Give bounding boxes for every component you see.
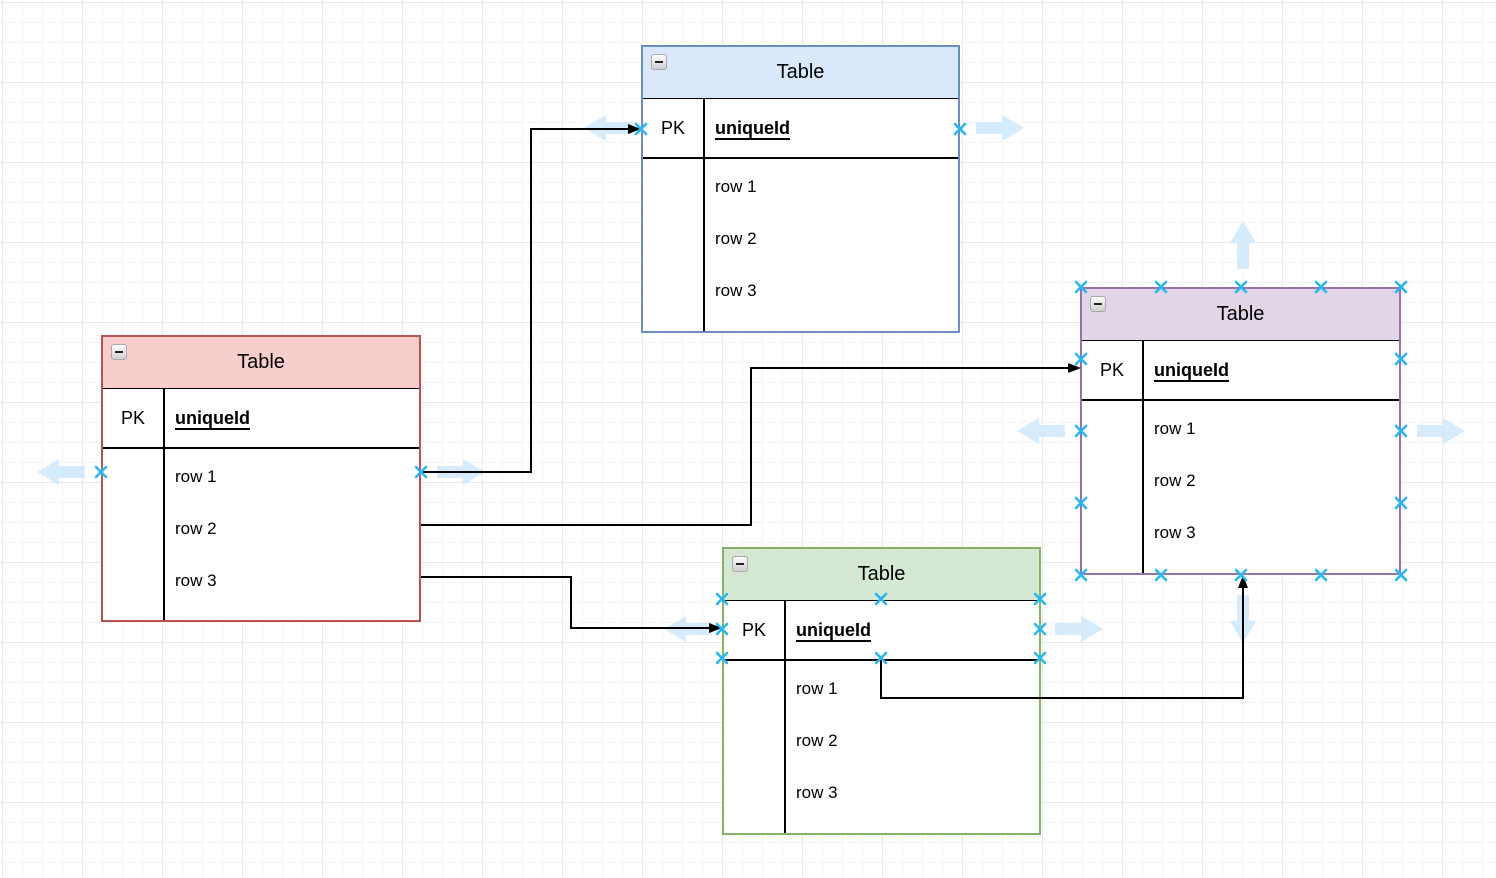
table-title[interactable]: Table [1216, 303, 1265, 325]
table-pk-row[interactable]: PK uniqueId [103, 389, 419, 449]
connection-point-icon[interactable] [1074, 352, 1088, 366]
column-divider [1142, 341, 1144, 573]
er-table-red[interactable]: Table PK uniqueId row 1 row 2 row 3 [101, 335, 421, 622]
connection-point-icon[interactable] [1394, 352, 1408, 366]
connection-point-icon[interactable] [1394, 568, 1408, 582]
collapse-minus-icon[interactable] [651, 54, 667, 70]
direction-arrow-icon[interactable] [1017, 418, 1065, 444]
connection-point-icon[interactable] [1234, 568, 1248, 582]
table-title[interactable]: Table [776, 61, 825, 83]
connector-arrowhead-icon [1238, 575, 1248, 588]
connection-point-icon[interactable] [1033, 592, 1047, 606]
pk-label: PK [741, 619, 766, 640]
pk-field[interactable]: uniqueId [715, 117, 790, 138]
connection-point-icon[interactable] [1394, 424, 1408, 438]
table-row[interactable]: row 1 [175, 467, 217, 486]
table-row[interactable]: row 3 [1154, 523, 1196, 542]
connection-point-icon[interactable] [1074, 496, 1088, 510]
table-row[interactable]: row 2 [715, 229, 757, 248]
connection-point-icon[interactable] [1154, 568, 1168, 582]
connector-arrowhead-icon [628, 124, 641, 134]
pk-field[interactable]: uniqueId [175, 407, 250, 428]
direction-arrow-icon[interactable] [1417, 418, 1465, 444]
table-title[interactable]: Table [237, 351, 285, 373]
connection-point-icon[interactable] [1033, 651, 1047, 665]
connection-point-icon[interactable] [1314, 280, 1328, 294]
table-row[interactable]: row 1 [1154, 419, 1196, 438]
connector-edge[interactable] [421, 128, 628, 473]
direction-arrow-icon[interactable] [37, 459, 85, 485]
table-pk-row[interactable]: PK uniqueId [1082, 341, 1399, 401]
table-header[interactable]: Table [1082, 289, 1399, 341]
connection-point-icon[interactable] [634, 122, 648, 136]
pk-label: PK [120, 407, 145, 428]
table-row[interactable]: row 2 [796, 731, 838, 750]
connector-edge[interactable] [421, 576, 709, 629]
table-pk-row[interactable]: PK uniqueId [643, 99, 958, 159]
pk-field[interactable]: uniqueId [796, 619, 871, 640]
connection-point-icon[interactable] [715, 651, 729, 665]
connection-point-icon[interactable] [94, 465, 108, 479]
connection-point-icon[interactable] [1074, 280, 1088, 294]
connection-point-icon[interactable] [1154, 280, 1168, 294]
connector-edge[interactable] [880, 588, 1244, 699]
table-body: row 1 row 2 row 3 [643, 159, 958, 317]
pk-label: PK [660, 117, 685, 138]
table-row[interactable]: row 3 [715, 281, 757, 300]
table-row[interactable]: row 1 [715, 177, 757, 196]
connection-point-icon[interactable] [1394, 280, 1408, 294]
table-header[interactable]: Table [724, 549, 1039, 601]
column-divider [703, 99, 705, 331]
collapse-minus-icon[interactable] [111, 344, 127, 360]
connection-point-icon[interactable] [1314, 568, 1328, 582]
connection-point-icon[interactable] [1394, 496, 1408, 510]
direction-arrow-icon[interactable] [976, 115, 1024, 141]
connection-point-icon[interactable] [1074, 424, 1088, 438]
table-header[interactable]: Table [643, 47, 958, 99]
connector-edge[interactable] [421, 367, 1068, 526]
connection-point-icon[interactable] [414, 465, 428, 479]
connection-point-icon[interactable] [1074, 568, 1088, 582]
table-body: row 1 row 2 row 3 [1082, 401, 1399, 559]
table-body: row 1 row 2 row 3 [724, 661, 1039, 819]
table-header[interactable]: Table [103, 337, 419, 389]
er-table-blue[interactable]: Table PK uniqueId row 1 row 2 row 3 [641, 45, 960, 333]
connector-arrowhead-icon [1068, 363, 1081, 373]
collapse-minus-icon[interactable] [1090, 296, 1106, 312]
connection-point-icon[interactable] [715, 592, 729, 606]
direction-arrow-icon[interactable] [1230, 221, 1256, 269]
direction-arrow-icon[interactable] [1055, 616, 1103, 642]
connector-arrowhead-icon [709, 623, 722, 633]
pk-label: PK [1099, 359, 1124, 380]
table-body: row 1 row 2 row 3 [103, 449, 419, 607]
table-title[interactable]: Table [857, 563, 906, 585]
connection-point-icon[interactable] [1033, 622, 1047, 636]
table-row[interactable]: row 3 [796, 783, 838, 802]
connection-point-icon[interactable] [874, 592, 888, 606]
table-row[interactable]: row 2 [1154, 471, 1196, 490]
pk-field[interactable]: uniqueId [1154, 359, 1229, 380]
connection-point-icon[interactable] [715, 622, 729, 636]
table-row[interactable]: row 1 [796, 679, 838, 698]
table-row[interactable]: row 2 [175, 519, 217, 538]
column-divider [784, 601, 786, 833]
connection-point-icon[interactable] [1234, 280, 1248, 294]
column-divider [163, 389, 165, 620]
connection-point-icon[interactable] [953, 122, 967, 136]
table-row[interactable]: row 3 [175, 571, 217, 590]
collapse-minus-icon[interactable] [732, 556, 748, 572]
connection-point-icon[interactable] [874, 651, 888, 665]
